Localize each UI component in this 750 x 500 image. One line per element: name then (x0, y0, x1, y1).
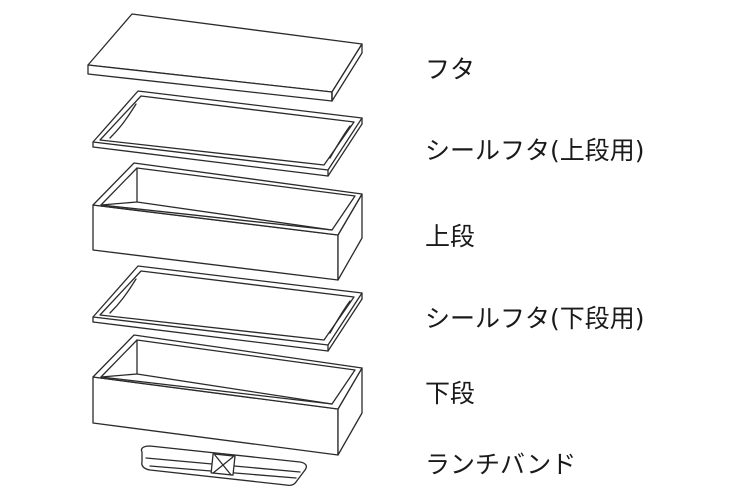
upper-tier-label: 上段 (425, 222, 476, 251)
seal-lid-lower-label: シールフタ(下段用) (425, 304, 645, 333)
lower-tier-label: 下段 (425, 379, 476, 408)
seal-lid-upper-drawing (92, 90, 363, 177)
upper-tier-drawing (92, 162, 363, 281)
lower-tier-drawing (92, 334, 363, 456)
lunch-band-label: ランチバンド (425, 450, 577, 479)
lid-label: フタ (425, 55, 476, 84)
lunch-band-drawing (140, 445, 307, 487)
lid-drawing (87, 13, 363, 102)
seal-lid-upper-label: シールフタ(上段用) (425, 136, 645, 165)
seal-lid-lower-drawing (92, 265, 363, 352)
